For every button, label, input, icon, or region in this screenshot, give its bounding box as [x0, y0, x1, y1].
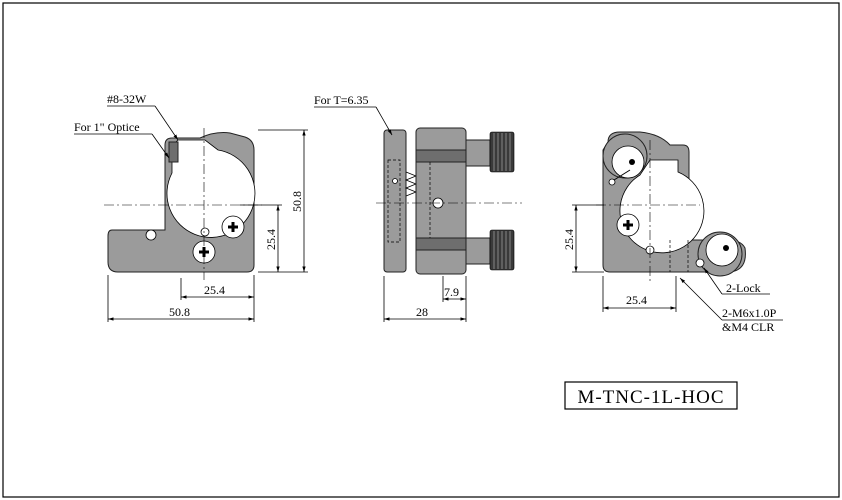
- side-dim-depth: 28: [416, 305, 428, 319]
- front-optic-label: For 1" Optice: [74, 120, 140, 134]
- side-front-plate: [383, 129, 407, 273]
- front-dim-width-half: 25.4: [204, 283, 225, 297]
- part-number-box: [564, 381, 738, 410]
- front-screw-lower: [192, 240, 216, 264]
- title-block: M-TNC-1L-HOC: [564, 381, 738, 410]
- back-optic-bore: [619, 159, 705, 254]
- side-view: For T=6.35 7.9 28: [314, 93, 522, 322]
- front-dim-width-full: 50.8: [169, 305, 190, 319]
- back-screw-label-line2: &M4 CLR: [722, 320, 774, 334]
- back-screw-label-line1: 2-M6x1.0P: [722, 306, 777, 320]
- front-dim-height-full: 50.8: [290, 191, 304, 212]
- part-number: M-TNC-1L-HOC: [577, 387, 724, 408]
- side-knob-upper: [465, 131, 515, 173]
- side-thickness-label: For T=6.35: [314, 93, 369, 107]
- back-view: 25.4 25.4 2-Lock 2-M6x1.0P &M4 CLR: [562, 131, 783, 334]
- side-dim-small: 7.9: [444, 285, 459, 299]
- back-knob-lower: [697, 231, 743, 277]
- front-small-hole: [145, 229, 157, 241]
- back-dim-height-half: 25.4: [562, 229, 576, 250]
- side-knob-lower: [465, 229, 515, 271]
- front-thread-label: #8-32W: [107, 92, 147, 106]
- side-spring: [404, 171, 418, 197]
- front-bore-slot: [168, 141, 179, 163]
- back-screw: [616, 213, 640, 237]
- back-dim-width-half: 25.4: [626, 293, 647, 307]
- front-screw-upper: [221, 215, 245, 239]
- front-view: #8-32W For 1" Optice 25.4 50.8 25.4 50.8: [74, 92, 308, 322]
- back-lock-label: 2-Lock: [726, 281, 761, 295]
- front-dim-height-half: 25.4: [264, 229, 278, 250]
- back-knob-upper: [602, 133, 648, 181]
- front-small-hole-2: [200, 227, 210, 237]
